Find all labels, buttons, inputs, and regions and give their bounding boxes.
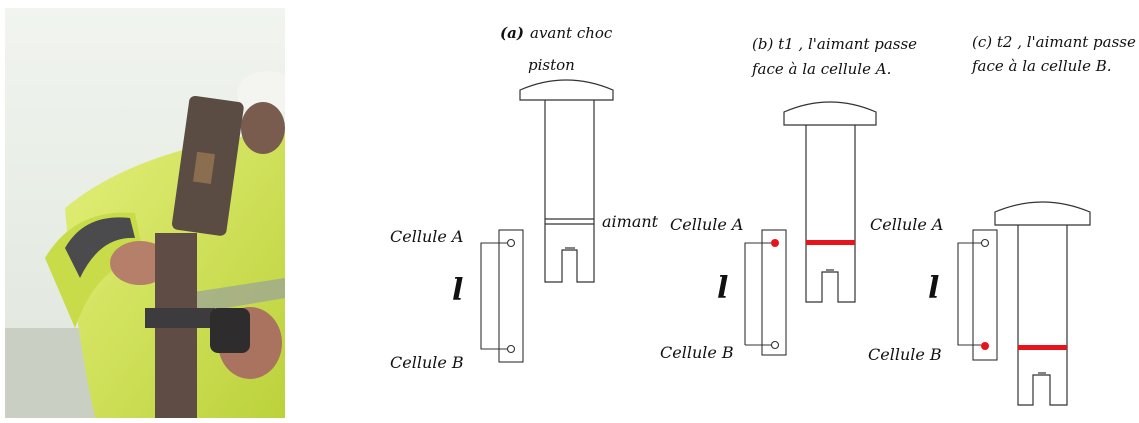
aimant-label: aimant <box>602 212 659 231</box>
sensor-c-body <box>972 229 998 361</box>
panel-a-length: l <box>452 273 463 308</box>
piston-b-shaft <box>805 125 856 303</box>
cell-b-top-active <box>771 239 779 247</box>
panel-a-prefix: (a) <box>500 24 524 42</box>
operator-photo <box>5 8 285 418</box>
piston-c <box>994 201 1091 406</box>
panel-c-caption-2: face à la cellule B. <box>971 57 1112 75</box>
cell-c-top <box>980 238 990 248</box>
operator-photo-illustration <box>5 8 285 418</box>
sensor-b-body <box>761 229 787 356</box>
panel-c-cellule-b: Cellule B <box>868 345 942 364</box>
piston-b <box>783 101 877 303</box>
panel-c-cellule-a: Cellule A <box>870 215 943 234</box>
cell-a-bottom <box>506 344 516 354</box>
sensor-c <box>957 229 998 361</box>
cell-a-top <box>506 238 516 248</box>
piston-a-shaft <box>544 100 595 283</box>
panel-a-cellule-b: Cellule B <box>390 353 464 372</box>
piston-a-cap <box>519 79 614 101</box>
piston-a <box>519 79 614 283</box>
piston-label: piston <box>528 56 575 74</box>
sensor-b <box>744 229 787 356</box>
sensor-a-body <box>498 229 524 363</box>
panel-b-caption-2: face à la cellule A. <box>751 60 891 78</box>
panel-b-cellule-a: Cellule A <box>670 215 743 234</box>
magnet-b <box>806 240 855 245</box>
cell-b-bottom <box>770 340 780 350</box>
piston-c-shaft <box>1017 225 1068 406</box>
cell-c-bottom-active <box>981 342 989 350</box>
panel-c-caption-1: (c) t2 , l'aimant passe <box>972 33 1136 51</box>
panel-c-length: l <box>928 271 939 306</box>
sensor-a <box>480 229 524 363</box>
panel-a-caption: avant choc <box>530 24 613 42</box>
panel-a-cellule-a: Cellule A <box>390 227 463 246</box>
panel-b-caption-1: (b) t1 , l'aimant passe <box>752 35 917 53</box>
piston-b-cap <box>783 101 877 126</box>
piston-c-cap <box>994 201 1091 226</box>
magnet-c <box>1018 345 1067 350</box>
panel-b-length: l <box>717 271 728 306</box>
panel-b-cellule-b: Cellule B <box>660 343 734 362</box>
